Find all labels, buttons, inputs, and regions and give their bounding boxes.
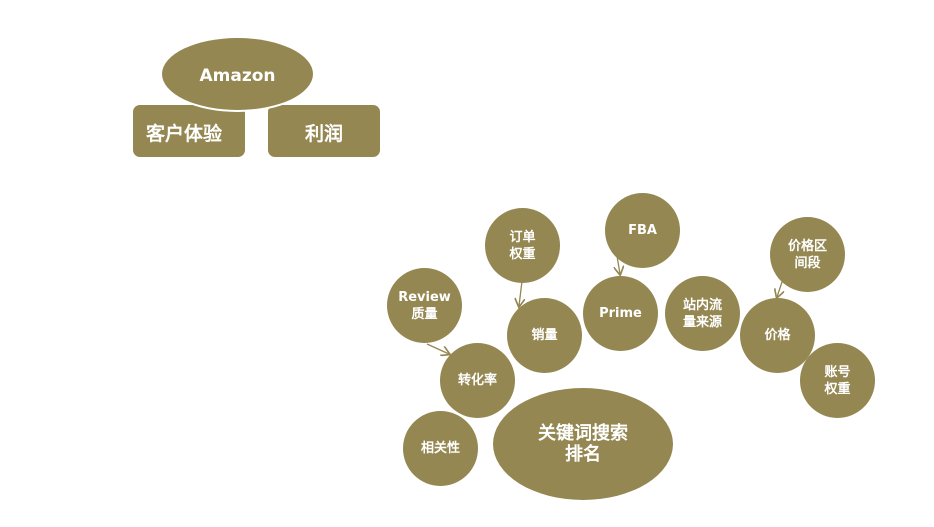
conversion-rate-label: 转化率 bbox=[457, 373, 497, 388]
bubble-order-weight: 订单 权重 bbox=[485, 208, 560, 283]
bubble-relevance: 相关性 bbox=[403, 411, 478, 486]
bubble-conversion-rate: 转化率 bbox=[440, 343, 515, 418]
bubble-fba: FBA bbox=[605, 193, 680, 268]
prime-label: Prime bbox=[599, 306, 642, 321]
bubble-onsite-traffic: 站内流 量来源 bbox=[665, 276, 740, 351]
customer-experience-box: 客户体验 bbox=[133, 105, 245, 157]
bubble-keyword-ranking: 关键词搜索 排名 bbox=[493, 388, 673, 500]
customer-experience-label: 客户体验 bbox=[146, 122, 223, 145]
bubble-price: 价格 bbox=[740, 298, 815, 373]
amazon-label: Amazon bbox=[199, 65, 276, 86]
bubble-sales: 销量 bbox=[507, 298, 582, 373]
review-quality-label: Review 质量 bbox=[398, 289, 451, 322]
bubble-price-range: 价格区 间段 bbox=[770, 217, 845, 292]
bubble-review-quality: Review 质量 bbox=[387, 268, 462, 343]
price-range-label: 价格区 间段 bbox=[787, 238, 827, 271]
amazon-ellipse: Amazon bbox=[162, 38, 313, 110]
sales-label: 销量 bbox=[531, 328, 558, 343]
profit-label: 利润 bbox=[304, 122, 343, 145]
price-label: 价格 bbox=[764, 328, 791, 343]
order-weight-label: 订单 权重 bbox=[509, 229, 536, 262]
onsite-traffic-label: 站内流 量来源 bbox=[682, 297, 722, 330]
profit-box: 利润 bbox=[268, 105, 380, 157]
account-weight-label: 账号 权重 bbox=[824, 364, 851, 397]
relevance-label: 相关性 bbox=[420, 441, 460, 456]
keyword-ranking-label: 关键词搜索 排名 bbox=[538, 423, 628, 465]
fba-label: FBA bbox=[628, 223, 657, 238]
bubble-account-weight: 账号 权重 bbox=[800, 343, 875, 418]
bubble-prime: Prime bbox=[583, 276, 658, 351]
